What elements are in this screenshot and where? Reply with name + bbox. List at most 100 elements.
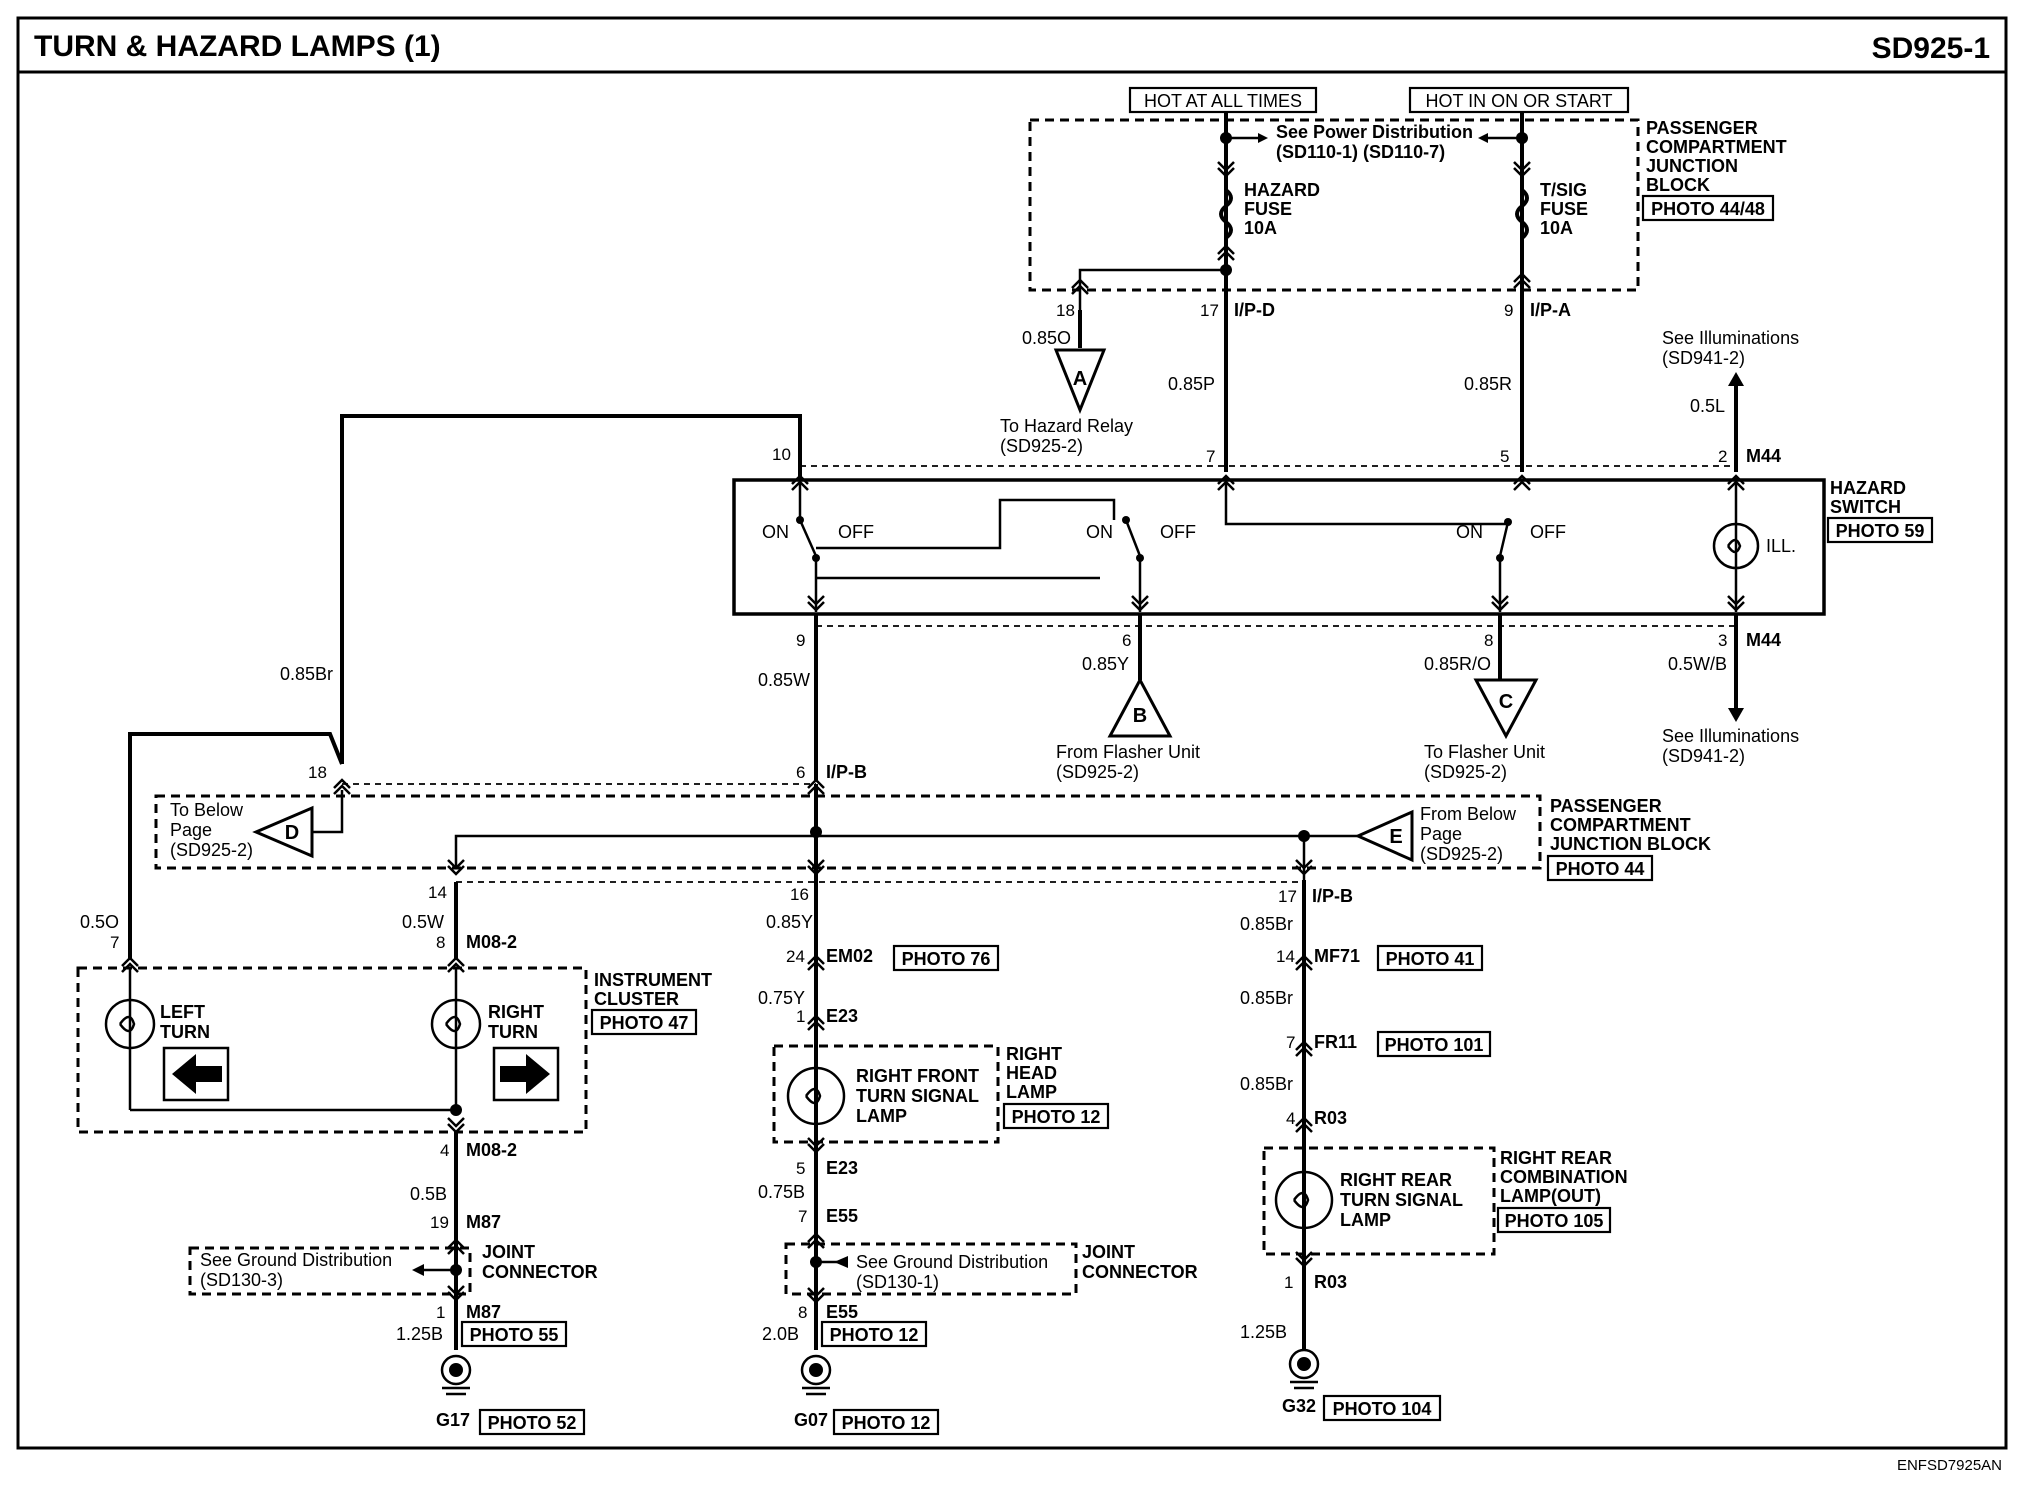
svg-text:(SD110-1) (SD110-7): (SD110-1) (SD110-7)	[1276, 142, 1445, 162]
svg-text:HAZARD: HAZARD	[1830, 478, 1906, 498]
rear-turn-lamp-icon	[1274, 1170, 1334, 1230]
svg-text:(SD130-3): (SD130-3)	[200, 1270, 283, 1290]
svg-text:R03: R03	[1314, 1108, 1347, 1128]
svg-text:HAZARD: HAZARD	[1244, 180, 1320, 200]
svg-text:0.85Br: 0.85Br	[280, 664, 333, 684]
connector-ref-c	[1473, 678, 1539, 740]
svg-text:2.0B: 2.0B	[762, 1324, 799, 1344]
svg-text:10A: 10A	[1540, 218, 1573, 238]
svg-text:EM02: EM02	[826, 946, 873, 966]
svg-text:TURN SIGNAL: TURN SIGNAL	[856, 1086, 979, 1106]
hot-on-label	[1408, 86, 1630, 114]
svg-text:2: 2	[1718, 447, 1727, 466]
passenger-junction-block-mid	[154, 794, 1542, 870]
svg-text:E55: E55	[826, 1302, 858, 1322]
svg-text:0.85P: 0.85P	[1168, 374, 1215, 394]
svg-text:ON: ON	[1456, 522, 1483, 542]
svg-text:0.85Br: 0.85Br	[1240, 988, 1293, 1008]
svg-text:C: C	[1499, 691, 1513, 713]
svg-text:1.25B: 1.25B	[396, 1324, 443, 1344]
svg-text:ON: ON	[762, 522, 789, 542]
svg-text:LAMP(OUT): LAMP(OUT)	[1500, 1186, 1601, 1206]
photo-104	[1322, 1394, 1442, 1422]
svg-text:PASSENGER: PASSENGER	[1550, 796, 1662, 816]
svg-text:T/SIG: T/SIG	[1540, 180, 1587, 200]
svg-text:TURN SIGNAL: TURN SIGNAL	[1340, 1190, 1463, 1210]
right-turn-label: RIGHT	[488, 1002, 544, 1022]
svg-text:1: 1	[796, 1007, 805, 1026]
svg-text:COMPARTMENT: COMPARTMENT	[1550, 815, 1691, 835]
svg-text:(SD925-2): (SD925-2)	[1424, 762, 1507, 782]
svg-text:PHOTO 104: PHOTO 104	[1333, 1399, 1432, 1419]
svg-text:M87: M87	[466, 1212, 501, 1232]
hot-all-label	[1128, 86, 1318, 114]
svg-text:7: 7	[798, 1207, 807, 1226]
svg-text:PHOTO 101: PHOTO 101	[1385, 1035, 1484, 1055]
svg-text:10: 10	[772, 445, 791, 464]
svg-text:M08-2: M08-2	[466, 1140, 517, 1160]
connector-ref-a	[1053, 348, 1107, 415]
svg-text:RIGHT REAR: RIGHT REAR	[1340, 1170, 1452, 1190]
svg-text:MF71: MF71	[1314, 946, 1360, 966]
svg-text:COMBINATION: COMBINATION	[1500, 1167, 1628, 1187]
photo-52	[478, 1408, 586, 1436]
photo-12-e55	[820, 1320, 928, 1348]
svg-text:ILL.: ILL.	[1766, 536, 1796, 556]
svg-text:CONNECTOR: CONNECTOR	[482, 1262, 598, 1282]
svg-text:From Flasher Unit: From Flasher Unit	[1056, 742, 1200, 762]
svg-text:18: 18	[1056, 301, 1075, 320]
svg-text:G07: G07	[794, 1410, 828, 1430]
svg-text:E23: E23	[826, 1006, 858, 1026]
svg-text:M44: M44	[1746, 446, 1781, 466]
svg-text:14: 14	[1276, 947, 1295, 966]
svg-text:7: 7	[1286, 1033, 1295, 1052]
svg-text:(SD925-2): (SD925-2)	[170, 840, 253, 860]
svg-text:JOINT: JOINT	[482, 1242, 535, 1262]
hazard-switch-label: HAZARD SWITCH PHOTO 59	[1826, 478, 1934, 544]
svg-text:HOT AT ALL TIMES: HOT AT ALL TIMES	[1144, 91, 1302, 111]
svg-text:8: 8	[436, 933, 445, 952]
svg-text:7: 7	[110, 933, 119, 952]
right-arrow-icon	[492, 1046, 560, 1102]
svg-text:PHOTO 55: PHOTO 55	[470, 1325, 559, 1345]
svg-text:0.85R: 0.85R	[1464, 374, 1512, 394]
svg-text:0.75B: 0.75B	[758, 1182, 805, 1202]
svg-text:0.75Y: 0.75Y	[758, 988, 805, 1008]
illumination-lamp-icon	[1712, 522, 1760, 570]
svg-text:CLUSTER: CLUSTER	[594, 989, 679, 1009]
svg-text:6: 6	[796, 763, 805, 782]
svg-text:Page: Page	[1420, 824, 1462, 844]
svg-text:COMPARTMENT: COMPARTMENT	[1646, 137, 1787, 157]
hazard-switch	[732, 478, 1826, 616]
connector-ref-d: To Below Page (SD925-2) D	[170, 800, 314, 860]
svg-text:0.85Br: 0.85Br	[1240, 914, 1293, 934]
svg-text:8: 8	[1484, 631, 1493, 650]
svg-text:1.25B: 1.25B	[1240, 1322, 1287, 1342]
joint-connector-left	[188, 1246, 472, 1296]
svg-text:PHOTO 76: PHOTO 76	[902, 949, 991, 969]
joint-connector-center	[784, 1242, 1078, 1296]
svg-text:RIGHT: RIGHT	[1006, 1044, 1062, 1064]
svg-text:PASSENGER: PASSENGER	[1646, 118, 1758, 138]
right-rear-lamp-label: RIGHT REAR COMBINATION LAMP(OUT) PHOTO 1…	[1496, 1148, 1628, 1234]
svg-text:10A: 10A	[1244, 218, 1277, 238]
instrument-cluster-label: INSTRUMENT CLUSTER PHOTO 47	[590, 970, 712, 1036]
svg-text:PHOTO 41: PHOTO 41	[1386, 949, 1475, 969]
svg-text:RIGHT FRONT: RIGHT FRONT	[856, 1066, 979, 1086]
svg-text:9: 9	[796, 631, 805, 650]
svg-text:0.85R/O: 0.85R/O	[1424, 654, 1491, 674]
svg-text:0.85O: 0.85O	[1022, 328, 1071, 348]
svg-text:SWITCH: SWITCH	[1830, 497, 1901, 517]
svg-text:17: 17	[1200, 301, 1219, 320]
svg-text:(SD925-2): (SD925-2)	[1000, 436, 1083, 456]
svg-text:HEAD: HEAD	[1006, 1063, 1057, 1083]
right-head-lamp	[772, 1044, 1000, 1144]
svg-text:19: 19	[430, 1213, 449, 1232]
svg-text:FUSE: FUSE	[1244, 199, 1292, 219]
svg-text:I/P-B: I/P-B	[1312, 886, 1353, 906]
svg-text:9: 9	[1504, 301, 1513, 320]
svg-text:PHOTO 59: PHOTO 59	[1836, 521, 1925, 541]
right-head-lamp-label: RIGHT HEAD LAMP PHOTO 12	[1002, 1044, 1110, 1130]
svg-text:0.85Y: 0.85Y	[1082, 654, 1129, 674]
svg-text:M44: M44	[1746, 630, 1781, 650]
